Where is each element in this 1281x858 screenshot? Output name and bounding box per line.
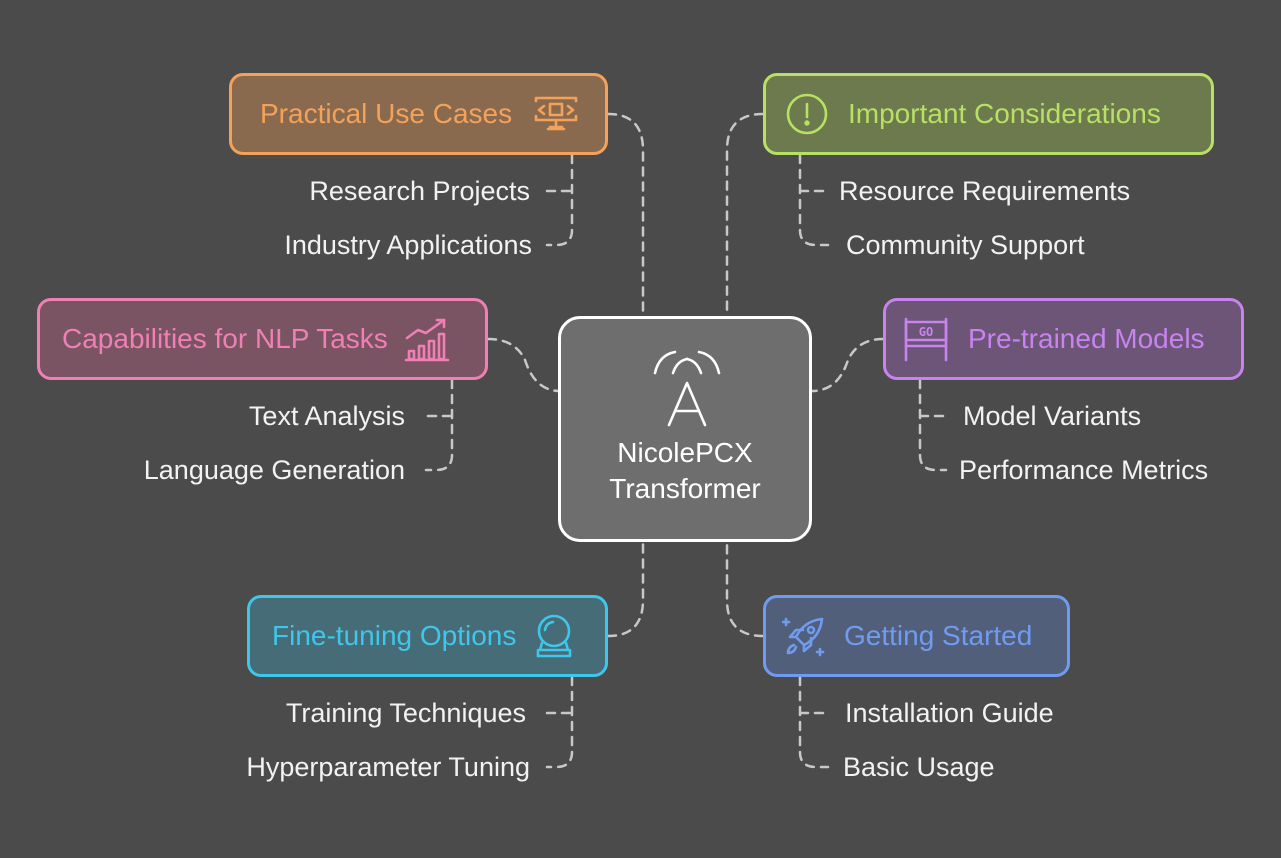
sub-item: Industry Applications (284, 230, 532, 260)
growth-chart-icon (404, 316, 450, 362)
link-model-variants (918, 378, 948, 472)
sub-item: Hyperparameter Tuning (246, 752, 530, 782)
branch-label: Important Considerations (848, 98, 1161, 129)
link-capabilities (486, 337, 562, 393)
monitor-code-icon (534, 94, 578, 134)
central-topic-node: NicolePCX Transformer (558, 316, 812, 542)
central-title-line1: NicolePCX (617, 437, 753, 468)
link-finetuning (606, 540, 645, 638)
sub-item: Text Analysis (248, 401, 405, 431)
link-installation (798, 675, 830, 769)
link-text-analysis (424, 378, 454, 472)
link-research (545, 153, 574, 247)
sub-item: Installation Guide (845, 698, 1054, 728)
crystal-ball-icon (534, 613, 574, 659)
sub-item: Performance Metrics (959, 455, 1209, 485)
branch-label: Pre-trained Models (968, 323, 1205, 354)
branch-practical-use-cases: Practical Use Cases (229, 73, 608, 155)
go-flag-icon: GO (902, 316, 950, 362)
branch-label: Fine-tuning Options (272, 620, 517, 651)
sub-item: Resource Requirements (839, 176, 1131, 206)
branch-important-considerations: Important Considerations (763, 73, 1214, 155)
antenna-a-icon (653, 350, 721, 427)
branch-label: Capabilities for NLP Tasks (62, 323, 388, 354)
sub-item: Basic Usage (843, 752, 995, 782)
central-title-line2: Transformer (609, 473, 761, 504)
branch-fine-tuning-options: Fine-tuning Options (247, 595, 608, 677)
sub-item: Model Variants (963, 401, 1142, 431)
link-resource (798, 153, 830, 247)
rocket-icon (782, 613, 828, 659)
branch-label: Getting Started (844, 620, 1033, 651)
exclamation-circle-icon (786, 93, 828, 135)
branch-pretrained-models: GO Pre-trained Models (883, 298, 1244, 380)
sub-item: Research Projects (309, 176, 530, 206)
sub-item: Community Support (846, 230, 1085, 260)
link-pretrained (810, 337, 885, 393)
sub-item: Training Techniques (285, 698, 526, 728)
link-practical (606, 112, 645, 318)
branch-capabilities-nlp: Capabilities for NLP Tasks (37, 298, 488, 380)
link-training (545, 675, 574, 769)
branch-label: Practical Use Cases (260, 98, 513, 129)
svg-text:GO: GO (919, 325, 933, 339)
link-getting-started (725, 540, 765, 638)
branch-getting-started: Getting Started (763, 595, 1070, 677)
link-considerations (725, 112, 765, 318)
sub-item: Language Generation (143, 455, 405, 485)
